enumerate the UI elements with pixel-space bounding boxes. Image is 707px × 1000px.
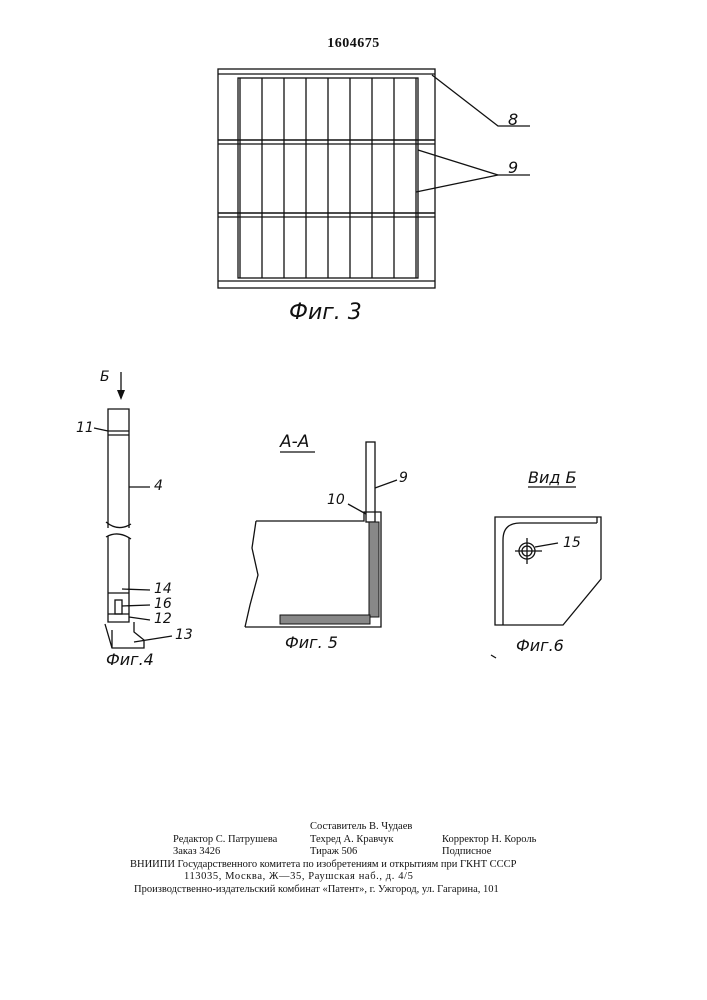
imprint-techred: Техред А. Кравчук: [310, 834, 393, 846]
fig4-label-11: 11: [76, 420, 94, 436]
fig3-outer-frame: [218, 69, 435, 288]
imprint-address: 113035, Москва, Ж—35, Раушская наб., д. …: [184, 871, 413, 883]
fig3-label-8: 8: [508, 110, 518, 129]
fig3-panel: [218, 69, 530, 288]
imprint-circulation: Тираж 506: [310, 846, 357, 858]
fig5-section-title: А-А: [280, 432, 309, 452]
fig5-caption: Фиг. 5: [285, 633, 338, 652]
fig4-label-14: 14: [154, 581, 172, 597]
imprint-order: Заказ 3426: [173, 846, 220, 858]
fig5-label-9: 9: [399, 470, 408, 486]
fig6-view-title: Вид Б: [528, 468, 577, 487]
fig4-label-12: 12: [154, 611, 172, 627]
imprint-subscription: Подписное: [442, 846, 491, 858]
imprint-editor: Редактор С. Патрушева: [173, 834, 277, 846]
fig3-label-9: 9: [508, 158, 518, 177]
fig3-leader-9b: [416, 175, 498, 192]
fig5-section: [245, 442, 397, 627]
fig4-caption: Фиг.4: [106, 650, 154, 669]
fig5-label-10: 10: [327, 492, 345, 508]
fig4-label-16: 16: [154, 596, 172, 612]
imprint-plant: Производственно-издательский комбинат «П…: [134, 884, 499, 896]
fig6-caption: Фиг.6: [516, 636, 564, 655]
fig3-leader-9a: [418, 150, 498, 175]
fig4-label-4: 4: [154, 478, 163, 494]
fig6-label-15: 15: [563, 535, 581, 551]
fig4-view-letter: Б: [100, 369, 110, 385]
imprint-institute: ВНИИПИ Государственного комитета по изоб…: [130, 859, 517, 871]
fig4-label-13: 13: [175, 627, 193, 643]
fig3-caption: Фиг. 3: [289, 300, 362, 325]
imprint-corrector: Корректор Н. Король: [442, 834, 536, 846]
imprint-compiler: Составитель В. Чудаев: [310, 821, 412, 833]
fig6-view: [491, 487, 601, 658]
